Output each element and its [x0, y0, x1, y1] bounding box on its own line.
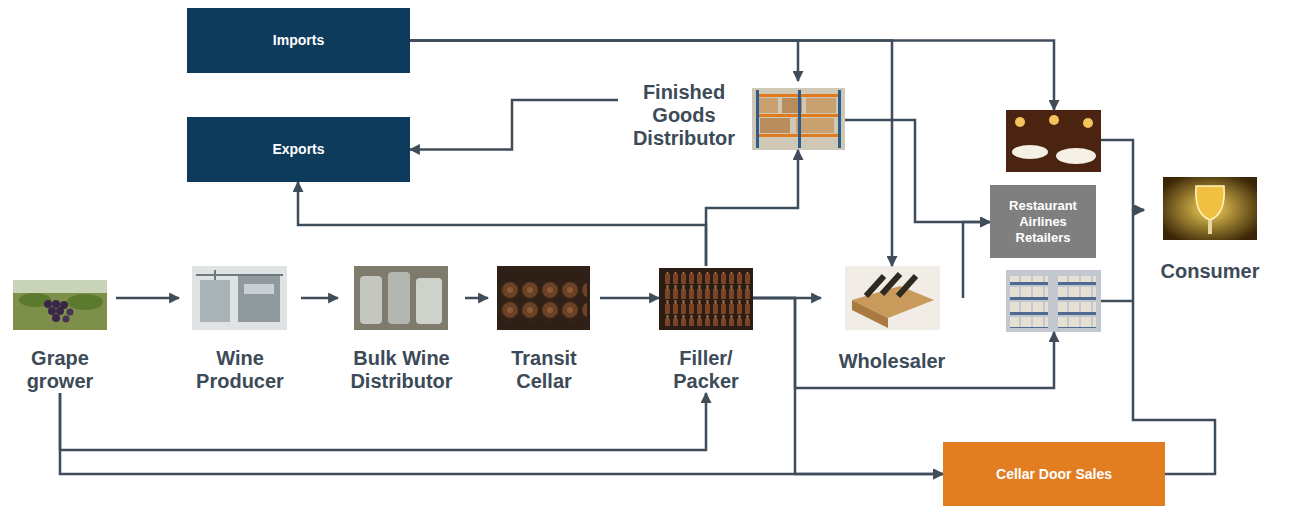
stage-node: Wine Producer [179, 266, 301, 393]
node-label: Grape grower [4, 347, 116, 393]
label-block: Wholesaler [821, 350, 963, 373]
picture-slot [752, 88, 845, 150]
flow-arrow [410, 41, 1054, 111]
flow-arrow [465, 297, 488, 300]
flow-arrow [600, 297, 659, 300]
picture-slot [1163, 177, 1257, 240]
flow-arrow [753, 298, 1054, 388]
distributor-node: Finished Goods Distributor [618, 81, 845, 150]
picture-slot [845, 266, 940, 330]
vineyard-picture [13, 280, 107, 330]
picture-slot [659, 266, 753, 330]
picture-slot [193, 266, 288, 330]
picture-slot [355, 266, 449, 330]
winery-picture [192, 266, 287, 330]
flow-arrow [60, 393, 943, 474]
flow-arrow [410, 100, 618, 150]
flow-arrow [845, 120, 990, 222]
label-block: Transit Cellar [488, 347, 600, 393]
sales-box: Cellar Door Sales [943, 442, 1165, 506]
flow-arrow [753, 298, 943, 474]
node-label: Bulk Wine Distributor [338, 347, 465, 393]
wine-case-picture [845, 266, 940, 330]
flow-arrow [298, 182, 706, 266]
stage-node: Transit Cellar [488, 266, 600, 393]
wine-glass-picture [1163, 177, 1257, 240]
bulk-tank-picture [354, 266, 448, 330]
label-block: Grape grower [4, 347, 116, 393]
node-label: Imports [273, 32, 324, 49]
label-block: Bulk Wine Distributor [338, 347, 465, 393]
flow-arrow [116, 297, 179, 300]
node-label: Wholesaler [821, 350, 963, 373]
label-block: Finished Goods Distributor [618, 81, 750, 150]
flow-arrow [60, 393, 706, 450]
flow-arrow [963, 222, 990, 298]
retail-store-picture [1006, 270, 1101, 332]
picture-slot [498, 266, 591, 330]
bottling-picture [659, 268, 753, 330]
source-box: Imports [187, 8, 410, 73]
stage-node: Filler/ Packer [659, 266, 753, 393]
node-label: Consumer [1144, 260, 1276, 283]
connector-group [60, 41, 1215, 475]
flow-arrow [410, 41, 798, 82]
node-label: Finished Goods Distributor [618, 81, 750, 150]
flow-arrow [1101, 140, 1144, 210]
picture-slot [990, 270, 1101, 332]
restaurant-picture [1006, 110, 1101, 172]
merge-line [1101, 300, 1133, 303]
picture-slot [13, 280, 107, 330]
flow-arrow [706, 150, 798, 266]
node-label: Wine Producer [179, 347, 301, 393]
stage-node: Bulk Wine Distributor [338, 266, 465, 393]
warehouse-picture [752, 88, 845, 150]
cellar-picture [497, 266, 590, 330]
node-label: Exports [272, 141, 324, 158]
label-block: Wine Producer [179, 347, 301, 393]
flow-arrow [1133, 210, 1215, 474]
node-label: Transit Cellar [488, 347, 600, 393]
label-block: Consumer [1144, 260, 1276, 283]
channel-node: Restaurant Airlines Retailers [990, 110, 1101, 332]
flow-arrow [301, 297, 338, 300]
channel-band: Restaurant Airlines Retailers [990, 185, 1096, 258]
stage-node: Wholesaler [821, 266, 963, 373]
stage-node: Grape grower [4, 280, 116, 393]
node-label: Restaurant Airlines Retailers [994, 198, 1092, 246]
node-label: Cellar Door Sales [996, 466, 1112, 483]
flow-arrow [410, 41, 892, 267]
picture-slot [990, 110, 1101, 172]
consumer-node: Consumer [1144, 177, 1276, 283]
node-label: Filler/ Packer [660, 347, 752, 393]
destination-box: Exports [187, 117, 410, 182]
label-block: Filler/ Packer [660, 347, 752, 393]
